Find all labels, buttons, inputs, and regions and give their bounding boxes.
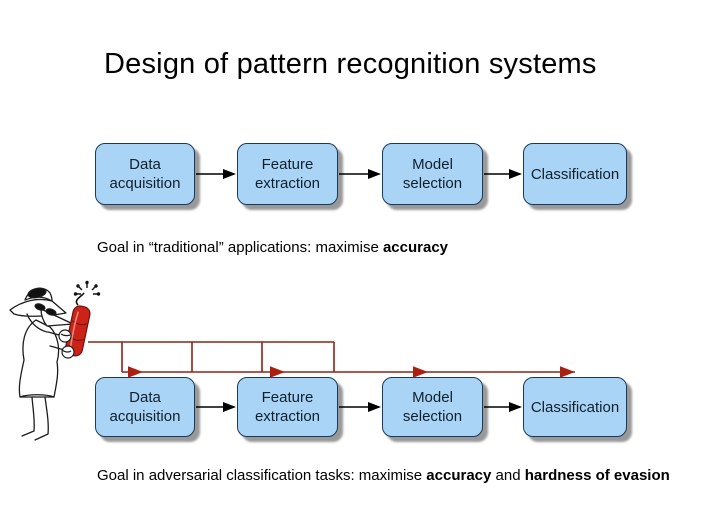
box-label-line: selection: [402, 175, 463, 192]
box-label-line: Feature: [261, 156, 314, 173]
goal-adversarial-bold2: hardness of evasion: [524, 467, 670, 484]
box-label-line: acquisition: [109, 408, 181, 425]
box-label-line: Classification: [530, 398, 620, 416]
spy-svg: [9, 280, 101, 441]
flow-box-feature-extraction-bottom: Feature extraction: [237, 377, 338, 437]
box-label-line: Classification: [530, 165, 620, 183]
box-label-line: extraction: [254, 175, 321, 192]
box-label-line: Model: [412, 389, 453, 406]
box-label-line: selection: [402, 408, 463, 425]
attack-arrowheads: [128, 366, 575, 378]
flow-box-model-selection-top: Model selection: [382, 143, 483, 205]
spark-burst-icon: [73, 280, 101, 296]
fuse-line: [75, 292, 85, 306]
box-label-line: Model: [412, 156, 453, 173]
flow-box-classification-top: Classification: [523, 143, 627, 205]
goal-adversarial-text: Goal in adversarial classification tasks…: [97, 467, 670, 484]
flow-box-feature-extraction-top: Feature extraction: [237, 143, 338, 205]
goal-traditional-text: Goal in “traditional” applications: maxi…: [97, 239, 448, 256]
box-label-line: extraction: [254, 408, 321, 425]
flow-box-data-acquisition-bottom: Data acquisition: [95, 377, 195, 437]
goal-adversarial-middle: and: [491, 467, 525, 484]
goal-traditional-prefix: Goal in “traditional” applications: maxi…: [97, 239, 383, 256]
flow-box-model-selection-bottom: Model selection: [382, 377, 483, 437]
attack-feedback-lines: [88, 341, 575, 373]
dynamite-icon: [64, 305, 91, 357]
box-label-line: Feature: [261, 389, 314, 406]
spy-body: [9, 287, 74, 441]
box-label-line: Data: [129, 156, 161, 173]
box-label-line: acquisition: [109, 175, 181, 192]
goal-adversarial-bold1: accuracy: [426, 467, 492, 484]
goal-traditional-bold: accuracy: [382, 239, 449, 256]
flow-box-data-acquisition-top: Data acquisition: [95, 143, 195, 205]
flow-box-classification-bottom: Classification: [523, 377, 627, 437]
spy-character-illustration: [8, 280, 108, 460]
spy-gloves: [58, 329, 75, 359]
box-label-line: Data: [129, 389, 161, 406]
goal-adversarial-prefix: Goal in adversarial classification tasks…: [97, 467, 427, 484]
slide-title: Design of pattern recognition systems: [104, 48, 597, 80]
